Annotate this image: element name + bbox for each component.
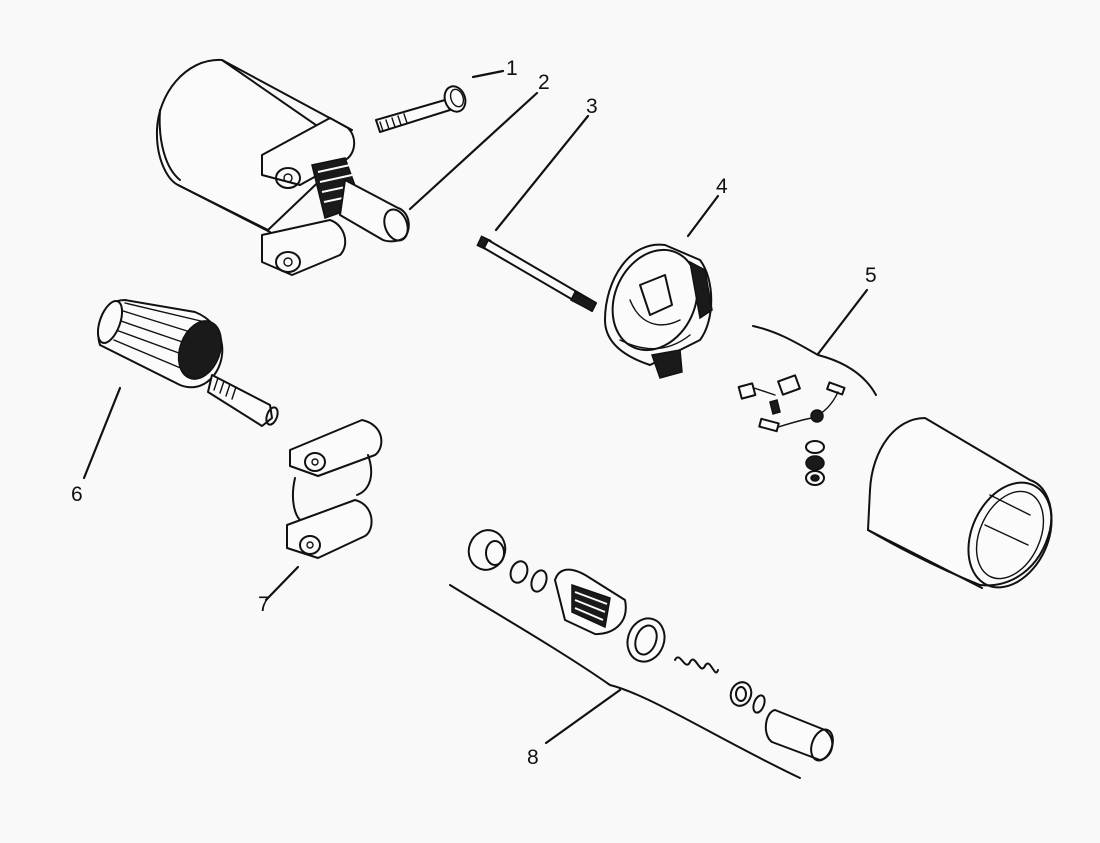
callout-1: 1 xyxy=(506,57,518,80)
callout-2: 2 xyxy=(538,71,550,94)
part-4-end-cap xyxy=(604,243,713,379)
part-6-armature xyxy=(96,299,279,427)
part-1-bolt xyxy=(375,85,467,133)
callout-5: 5 xyxy=(865,264,877,287)
callout-4: 4 xyxy=(716,175,728,198)
motor-housing xyxy=(867,417,1053,589)
part-7-bracket xyxy=(286,419,383,559)
part-8-pinion-kit xyxy=(449,529,834,779)
leader-lines xyxy=(82,69,869,745)
callout-6: 6 xyxy=(71,483,83,506)
callout-7: 7 xyxy=(258,593,270,616)
part-5-brush-kit xyxy=(737,325,877,486)
part-3-long-bolt xyxy=(476,235,597,313)
callout-8: 8 xyxy=(527,746,539,769)
callout-3: 3 xyxy=(586,95,598,118)
starter-motor-assembly xyxy=(155,58,410,276)
